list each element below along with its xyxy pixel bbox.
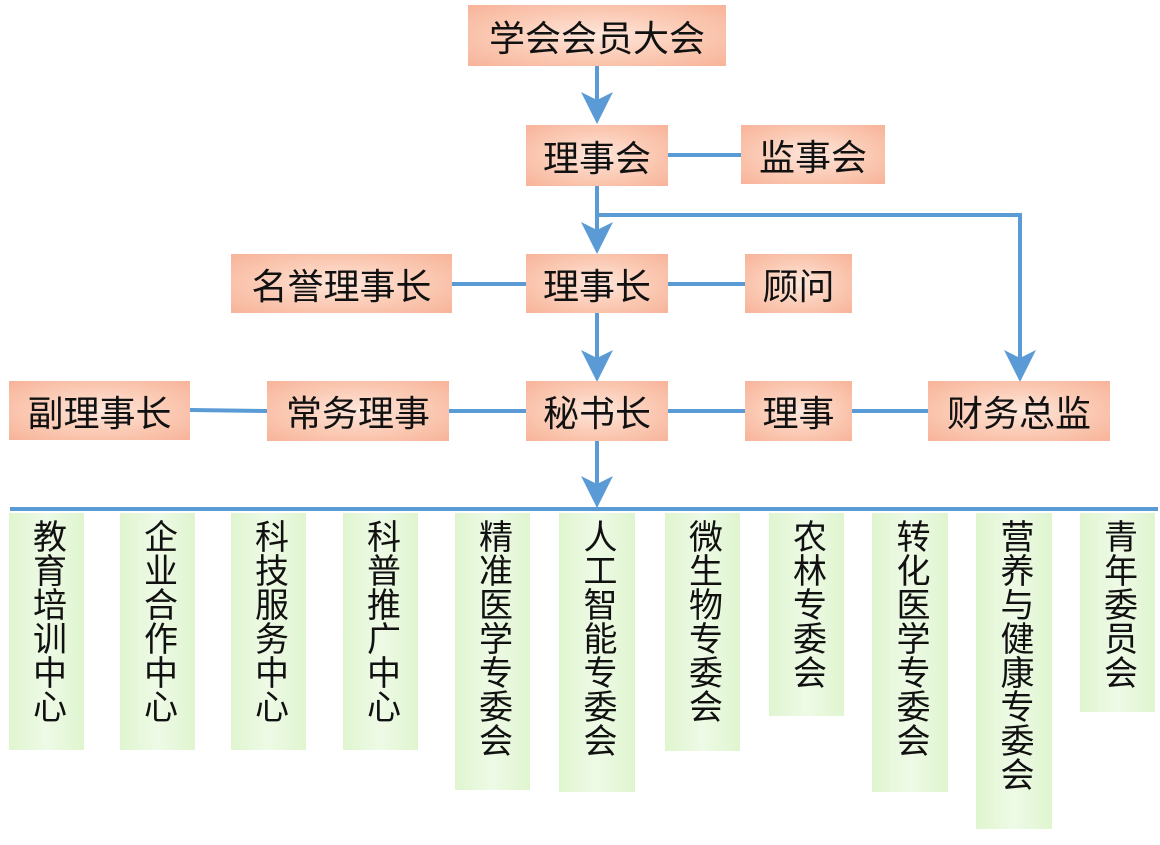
node-vice-chairman: 副理事长 [9, 381, 190, 440]
department-label: 微生物专委会 [682, 519, 723, 723]
node-supervisory-board: 监事会 [741, 125, 885, 184]
department-label: 科普推广中心 [360, 519, 401, 723]
node-finance-director: 财务总监 [928, 381, 1110, 441]
node-advisor: 顾问 [745, 254, 852, 313]
department-column: 微生物专委会 [665, 513, 740, 751]
department-column: 转化医学专委会 [872, 513, 948, 792]
department-label: 营养与健康专委会 [994, 519, 1034, 791]
line-vice-standing [189, 408, 268, 413]
department-label: 精准医学专委会 [472, 519, 513, 757]
department-label: 科技服务中心 [248, 519, 289, 723]
department-column: 科技服务中心 [231, 513, 306, 750]
department-column: 营养与健康专委会 [976, 513, 1052, 829]
department-label: 企业合作中心 [137, 519, 178, 723]
department-label: 青年委员会 [1097, 519, 1138, 689]
node-general-assembly: 学会会员大会 [468, 5, 726, 66]
node-standing-director: 常务理事 [267, 381, 449, 441]
department-label: 人工智能专委会 [577, 519, 617, 757]
node-secretary-general: 秘书长 [526, 381, 668, 441]
department-column: 精准医学专委会 [455, 513, 530, 790]
node-director: 理事 [745, 381, 852, 441]
arrow-council-to-finance [597, 213, 1036, 382]
department-column: 科普推广中心 [343, 513, 418, 750]
department-column: 青年委员会 [1080, 513, 1155, 712]
department-label: 农林专委会 [786, 519, 827, 689]
department-column: 教育培训中心 [9, 513, 84, 750]
department-column: 人工智能专委会 [559, 513, 635, 792]
department-label: 转化医学专委会 [890, 519, 930, 757]
department-label: 教育培训中心 [26, 519, 67, 723]
department-column: 农林专委会 [769, 513, 844, 716]
node-council: 理事会 [526, 125, 668, 186]
node-chairman: 理事长 [526, 254, 668, 313]
department-column: 企业合作中心 [120, 513, 195, 750]
node-honorary-chairman: 名誉理事长 [231, 254, 452, 313]
